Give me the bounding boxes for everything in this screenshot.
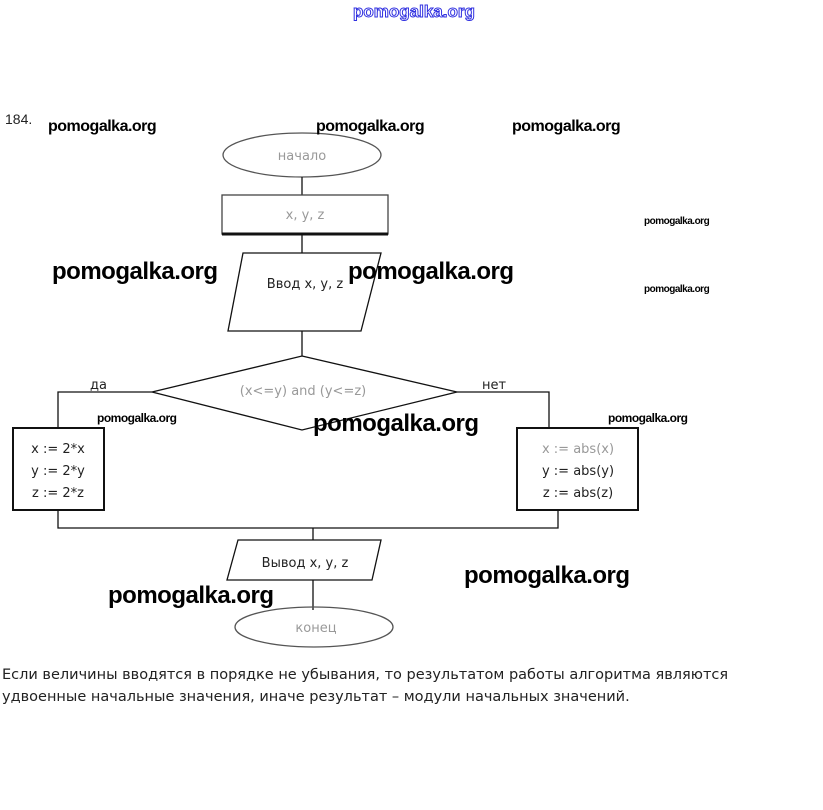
yes-step: x := 2*x	[31, 442, 85, 457]
output-label: Вывод x, y, z	[262, 556, 349, 571]
watermark: pomogalka.org	[348, 258, 514, 285]
no-step: z := abs(z)	[543, 486, 613, 501]
start-label: начало	[278, 149, 326, 164]
watermark: pomogalka.org	[48, 118, 157, 135]
no-branch-block	[516, 427, 639, 511]
no-step: y := abs(y)	[542, 464, 614, 479]
answer-line: удвоенные начальные значения, иначе резу…	[2, 689, 630, 705]
no-label: нет	[482, 378, 506, 393]
condition-label: (x<=y) and (y<=z)	[240, 384, 366, 399]
answer-text: Если величины вводятся в порядке не убыв…	[2, 664, 728, 708]
declare-label: x, y, z	[286, 208, 325, 223]
watermark: pomogalka.org	[316, 118, 425, 135]
no-step: x := abs(x)	[542, 442, 614, 457]
watermark: pomogalka.org	[97, 411, 177, 425]
watermark: pomogalka.org	[512, 118, 621, 135]
watermark: pomogalka.org	[52, 258, 218, 285]
header-site-link[interactable]: pomogalka.org	[353, 2, 476, 22]
end-terminator	[234, 606, 394, 648]
input-block	[227, 252, 382, 332]
watermark: pomogalka.org	[464, 562, 630, 589]
answer-line: Если величины вводятся в порядке не убыв…	[2, 667, 729, 683]
watermark: pomogalka.org	[313, 410, 479, 437]
condition-diamond	[151, 355, 458, 431]
watermark: pomogalka.org	[644, 284, 710, 295]
task-number: 184.	[5, 111, 33, 127]
watermark: pomogalka.org	[108, 582, 274, 609]
yes-label: да	[90, 378, 107, 393]
output-block	[226, 539, 382, 581]
input-label: Ввод x, y, z	[267, 277, 344, 292]
watermark: pomogalka.org	[644, 216, 710, 227]
watermark: pomogalka.org	[608, 411, 688, 425]
end-label: конец	[295, 621, 336, 636]
yes-step: y := 2*y	[31, 464, 85, 479]
yes-step: z := 2*z	[32, 486, 84, 501]
